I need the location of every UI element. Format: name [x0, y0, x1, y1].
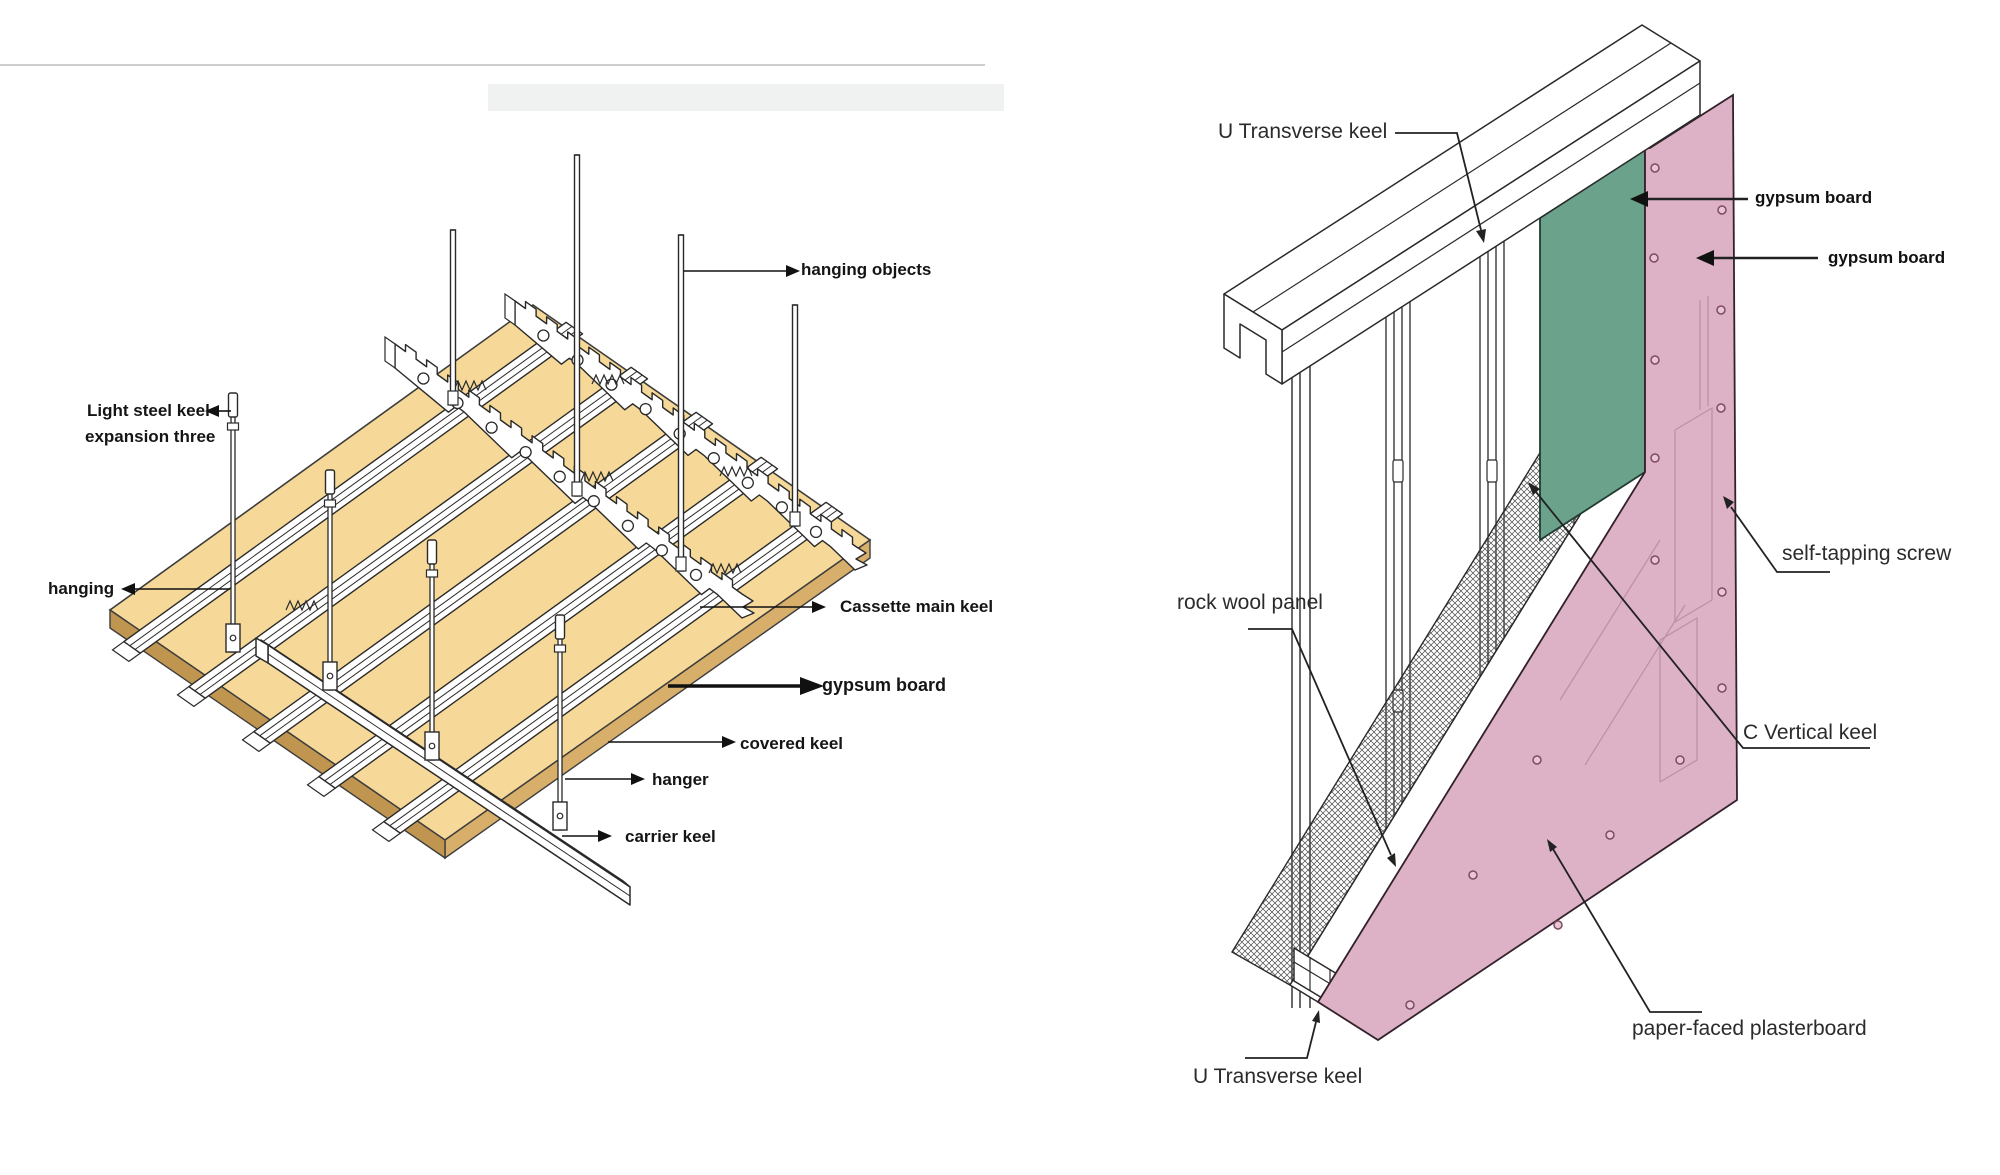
gray-band [488, 84, 1004, 111]
label-cassette-main-keel: Cassette main keel [840, 597, 994, 616]
carrier-keel [255, 637, 631, 906]
left-leader-arrows [121, 265, 826, 842]
self-tapping-screws [1405, 163, 1727, 1010]
label-hanging-objects: hanging objects [801, 260, 932, 279]
label-self-tapping-screw: self-tapping screw [1782, 542, 1952, 565]
label-u-transverse-keel-bottom: U Transverse keel [1193, 1065, 1363, 1088]
label-gypsum-board-inner: gypsum board [1755, 188, 1873, 207]
ceiling-system-diagram [108, 154, 872, 906]
label-carrier-keel: carrier keel [625, 827, 716, 846]
label-paper-faced-plasterboard: paper-faced plasterboard [1632, 1017, 1867, 1040]
partition-wall-diagram [1223, 24, 1870, 1059]
label-expansion-three: expansion three [85, 427, 216, 446]
right-leader-arrows [1245, 132, 1870, 1059]
label-hanging: hanging [48, 579, 115, 598]
label-gypsum-board-left: gypsum board [822, 675, 947, 695]
top-u-transverse-keel [1223, 24, 1701, 385]
spring-clips [285, 373, 753, 612]
hanging-rods [225, 154, 801, 831]
label-light-steel-keel: Light steel keel [87, 401, 210, 420]
label-rock-wool-panel: rock wool panel [1177, 591, 1323, 614]
label-covered-keel: covered keel [740, 734, 844, 753]
label-u-transverse-keel-top: U Transverse keel [1218, 120, 1388, 143]
label-gypsum-board-outer: gypsum board [1828, 248, 1946, 267]
ghost-stud-outlines [1559, 296, 1713, 784]
label-hanger: hanger [652, 770, 709, 789]
label-c-vertical-keel: C Vertical keel [1743, 721, 1878, 744]
top-divider-line [0, 64, 985, 66]
